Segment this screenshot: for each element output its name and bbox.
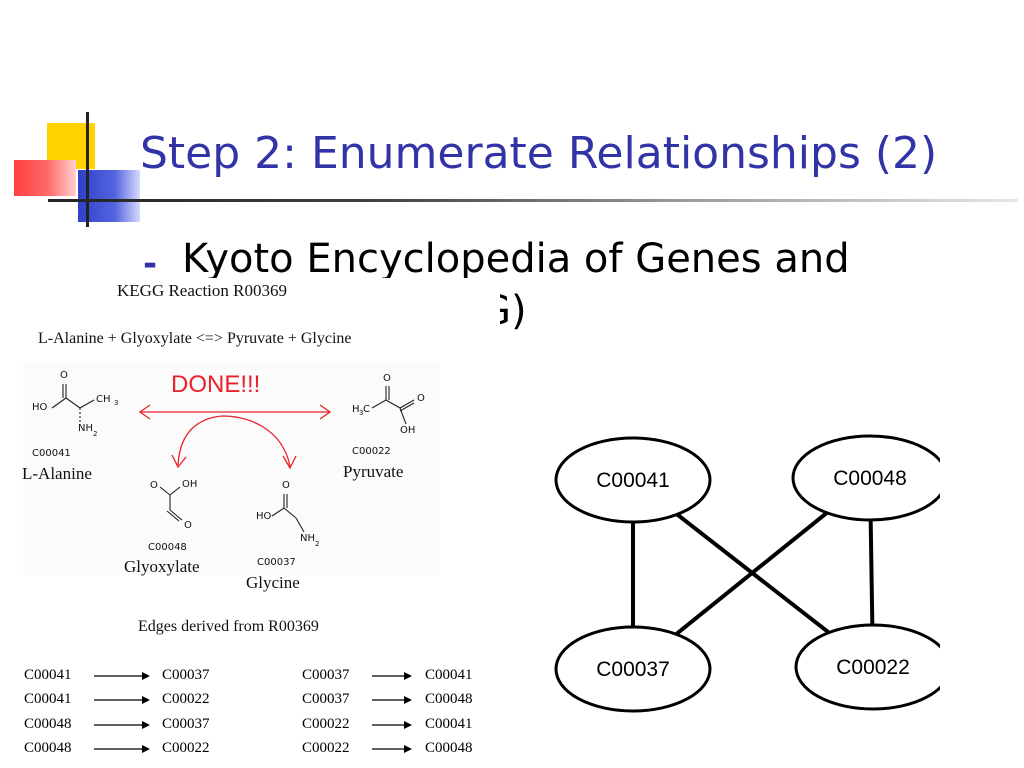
edge-to: C00041 [425,716,473,732]
atom-label: 2 [315,540,320,548]
atom-label: 2 [93,430,98,438]
edge-to: C00022 [162,691,210,707]
edge-from: C00022 [302,740,350,756]
title-underline [48,199,1018,202]
graph-node-label: C00022 [836,656,910,679]
compound-name: Glycine [246,573,300,592]
graph-node: C00037 [554,625,712,713]
compound-name: Glyoxylate [124,557,200,576]
slide-title: Step 2: Enumerate Relationships (2) [140,128,938,179]
graph-node: C00041 [554,436,712,524]
compound-name: Pyruvate [343,462,404,481]
edge-to: C00041 [425,667,473,683]
edge-from: C00041 [24,691,72,707]
edge-from: C00041 [24,667,72,683]
edge-from: C00048 [24,740,72,756]
atom-label: O [150,480,158,491]
graph-node-label: C00037 [596,658,670,681]
atom-label: O [184,520,192,531]
atom-label: C [363,404,370,415]
edges-title: Edges derived from R00369 [138,618,319,635]
atom-label: O [282,480,290,491]
done-label: DONE!!! [171,371,261,398]
compound-code: C00041 [32,448,71,459]
compound-code: C00022 [352,446,391,457]
molecule-skeletons [51,384,415,533]
graph-node-label: C00048 [833,467,907,490]
reaction-equation: L-Alanine + Glyoxylate <=> Pyruvate + Gl… [38,330,352,347]
atom-label: HO [32,402,48,413]
graph-edge [868,519,875,626]
atom-label: O [60,370,68,381]
atom-label: 3 [114,399,119,407]
edge-to: C00037 [162,716,210,732]
atom-label: NH [300,533,315,544]
atom-label: NH [78,423,93,434]
atom-label: OH [182,479,198,490]
molecule-diagram-area [23,362,440,575]
atom-label: O [383,373,391,384]
kegg-reaction-title: KEGG Reaction R00369 [117,281,287,300]
graph-node: C00048 [791,434,940,522]
atom-label: H [352,404,360,415]
atom-label: CH [96,394,111,405]
edge-to: C00022 [162,740,210,756]
edge-from: C00037 [302,667,350,683]
compound-code: C00037 [257,557,296,568]
atom-label: OH [400,425,416,436]
bullet-text-line1: Kyoto Encyclopedia of Genes and [182,236,850,282]
edge-from: C00048 [24,716,72,732]
edge-to: C00037 [162,667,210,683]
decor-vertical-line [86,112,89,227]
reaction-arrows [138,404,332,470]
graph-node: C00022 [794,623,940,711]
graph-node-label: C00041 [596,469,670,492]
atom-label: 3 [359,409,364,417]
bullet-marker: - [143,244,158,284]
atom-label: O [417,393,425,404]
decor-red-square [14,160,76,196]
edge-from: C00037 [302,691,350,707]
compound-code: C00048 [148,542,187,553]
atom-label: HO [256,511,272,522]
compound-name: L-Alanine [22,464,92,483]
graph-edge [674,511,829,636]
edge-to: C00048 [425,691,473,707]
edge-to: C00048 [425,740,473,756]
edge-from: C00022 [302,716,350,732]
